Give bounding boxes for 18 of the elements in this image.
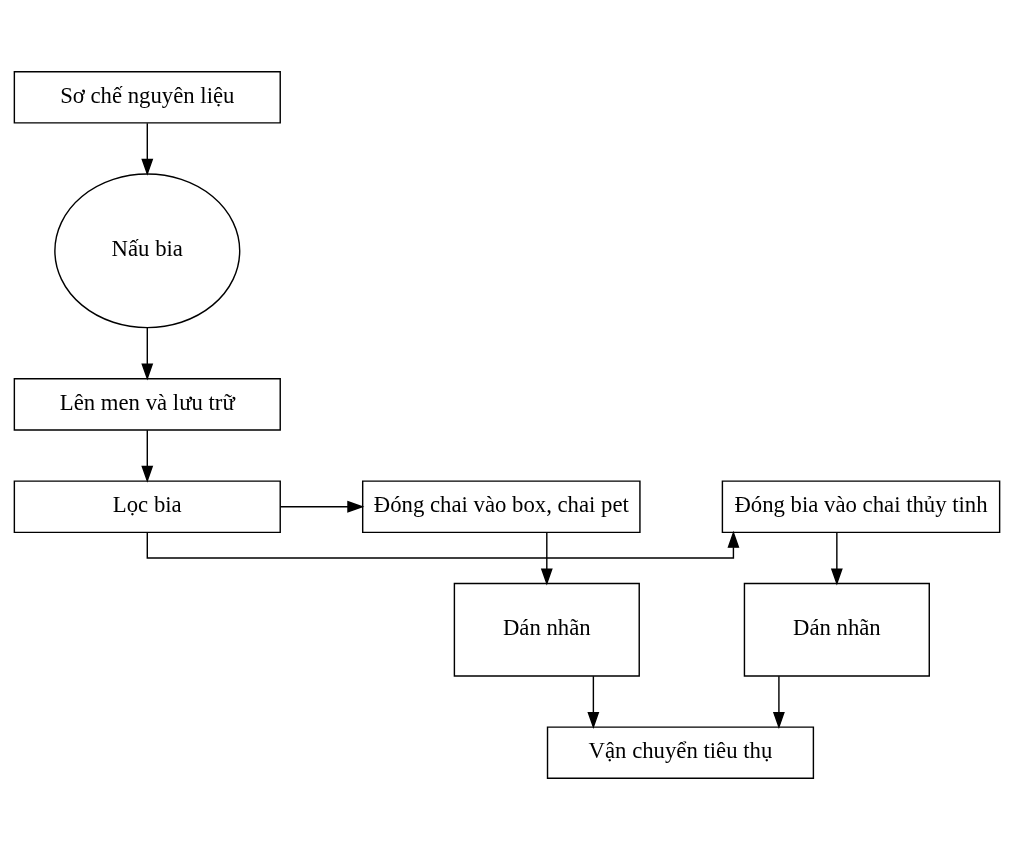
node-box: Lên men và lưu trữ xyxy=(13,378,281,431)
node-box: Sơ chế nguyên liệu xyxy=(13,71,281,124)
arrow xyxy=(141,122,154,176)
arrow xyxy=(141,326,154,381)
node-box: Lọc bia xyxy=(13,480,281,534)
arrow xyxy=(141,429,154,483)
node-box: Đóng bia vào chai thủy tinh xyxy=(721,480,1001,534)
node-box: Dán nhãn xyxy=(453,582,640,677)
arrow xyxy=(587,675,600,729)
node-box: Dán nhãn xyxy=(743,582,930,677)
node-ellipse: Nấu bia xyxy=(54,173,241,329)
arrow xyxy=(772,675,785,729)
arrow xyxy=(146,530,740,559)
arrow xyxy=(540,532,553,586)
arrow xyxy=(279,500,365,513)
node-box: Vận chuyển tiêu thụ xyxy=(546,726,815,779)
node-box: Đóng chai vào box, chai pet xyxy=(362,480,641,534)
arrow xyxy=(830,532,843,586)
